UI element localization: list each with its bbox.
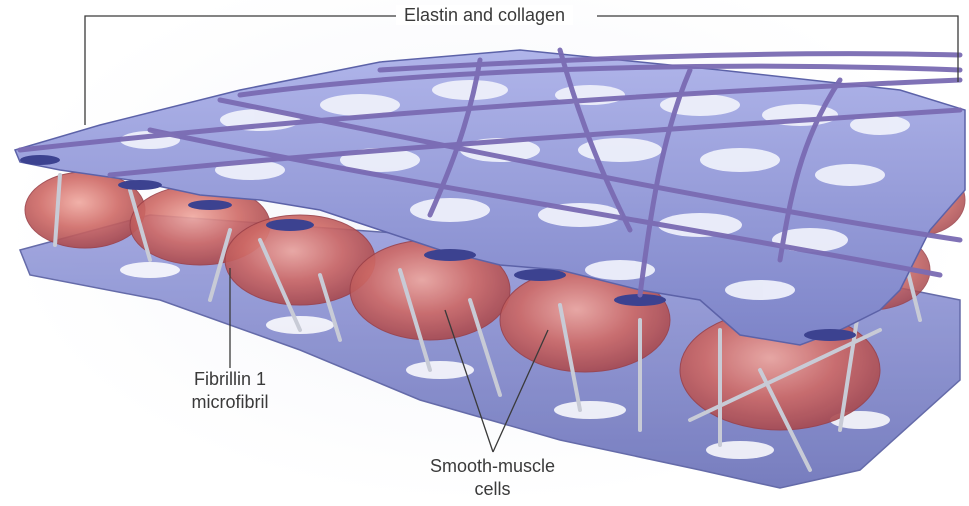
fibrillin-label-line2: microfibril [160, 391, 300, 414]
fibrillin-label-line1: Fibrillin 1 [160, 368, 300, 391]
fibrillin-label: Fibrillin 1 microfibril [160, 368, 300, 414]
elastin-collagen-text: Elastin and collagen [396, 5, 573, 25]
smooth-muscle-label: Smooth-muscle cells [400, 455, 585, 501]
smooth-muscle-label-line1: Smooth-muscle [400, 455, 585, 478]
smooth-muscle-label-line2: cells [400, 478, 585, 501]
elastin-collagen-label: Elastin and collagen [0, 4, 969, 27]
